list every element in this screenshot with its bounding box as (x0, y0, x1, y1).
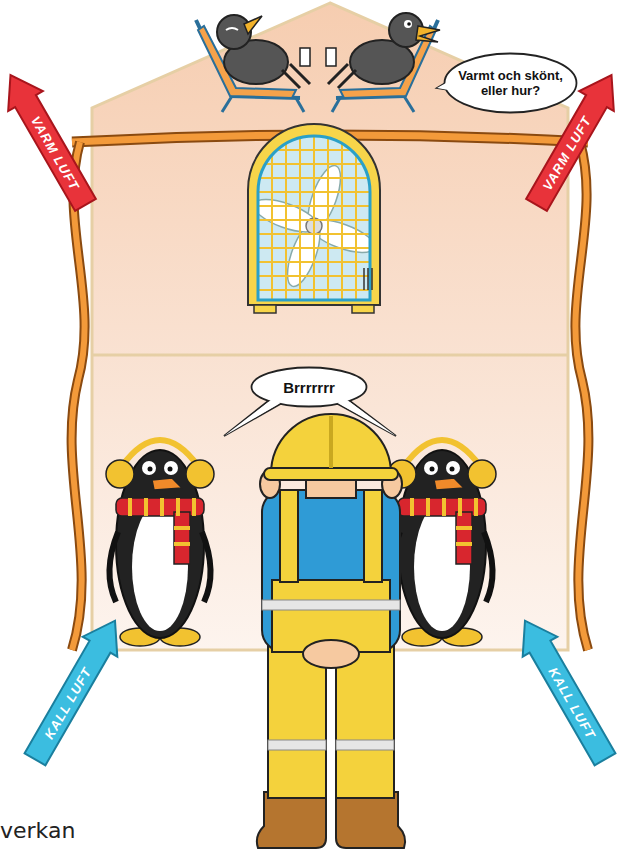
cold-air-arrow: KALL LUFT (18, 611, 133, 770)
warm-air-arrow: VARM LUFT (0, 65, 103, 215)
crow-beak (416, 26, 440, 42)
deck-chair-leg (332, 98, 340, 112)
cold-air-arrow: KALL LUFT (508, 611, 622, 770)
text-area: VARM LUFT (526, 95, 607, 211)
drink-glass (300, 48, 310, 66)
node-text: VARM LUFT (28, 113, 83, 193)
fan-inner (250, 130, 380, 305)
arrow-body (0, 65, 103, 215)
bubble-outline (445, 54, 577, 113)
arrow-body (508, 611, 622, 770)
text-area: VARM LUFT (15, 95, 96, 211)
text-area: KALL LUFT (530, 641, 616, 766)
deck-chair-leg (404, 96, 414, 112)
helmet-ridge (329, 416, 333, 468)
text-area: Varmt och skönt, eller hur? (443, 52, 578, 114)
node-text: Varmt och skönt, eller hur? (453, 68, 568, 98)
fan-frame (248, 124, 380, 305)
node-text: KALL LUFT (41, 664, 94, 741)
bubble-outline (252, 368, 367, 407)
floor-line (92, 354, 568, 357)
bubble-tail-fill (437, 76, 460, 92)
hands (303, 640, 359, 668)
reflective-stripe (268, 740, 326, 750)
bubble-tail (336, 398, 396, 436)
node-text: VARM LUFT (539, 113, 594, 193)
bubble-tail (224, 398, 282, 436)
arrow-body (18, 611, 133, 770)
reflective-stripe (336, 740, 394, 750)
speech-bubble: Brrrrrrr (250, 366, 368, 408)
crow-eye-closed (226, 28, 238, 30)
arrow-body (519, 65, 622, 215)
bubble-tail-fill (224, 398, 281, 436)
text-area: KALL LUFT (25, 641, 111, 766)
crow-legs (328, 64, 356, 88)
fan-grille-border (258, 136, 370, 300)
drink-glass (326, 48, 336, 66)
overall-strap (280, 490, 298, 582)
penguin (388, 440, 496, 646)
reflective-stripe (262, 600, 400, 610)
fan-vent (364, 268, 372, 290)
crow-legs (282, 64, 310, 88)
wall-insulation-outline (72, 142, 85, 650)
boot (257, 792, 326, 848)
wall-insulation-outline (575, 142, 588, 650)
fan-foot (352, 305, 374, 313)
crow-head (217, 15, 251, 49)
overall-strap (364, 490, 382, 582)
deck-chair-leg (222, 96, 232, 112)
text-area: Brrrrrrr (250, 366, 368, 408)
boot (336, 792, 405, 848)
fan-grille (250, 130, 380, 305)
speech-bubble: Varmt och skönt, eller hur? (443, 52, 578, 114)
crow-pupil (407, 22, 411, 26)
helmet-brim (264, 468, 398, 480)
wall-insulation (72, 142, 85, 650)
node-text: Brrrrrrr (283, 379, 335, 396)
shirt (262, 490, 400, 652)
deck-chair-leg (296, 98, 304, 112)
bubble-tail-fill (338, 398, 397, 436)
node-text: KALL LUFT (546, 664, 599, 741)
caption-fragment: verkan (0, 818, 75, 843)
wall-insulation (575, 142, 588, 650)
fan-foot (254, 305, 276, 313)
penguin (106, 440, 214, 646)
crow-beak (244, 16, 262, 34)
crow-eye (404, 20, 412, 28)
